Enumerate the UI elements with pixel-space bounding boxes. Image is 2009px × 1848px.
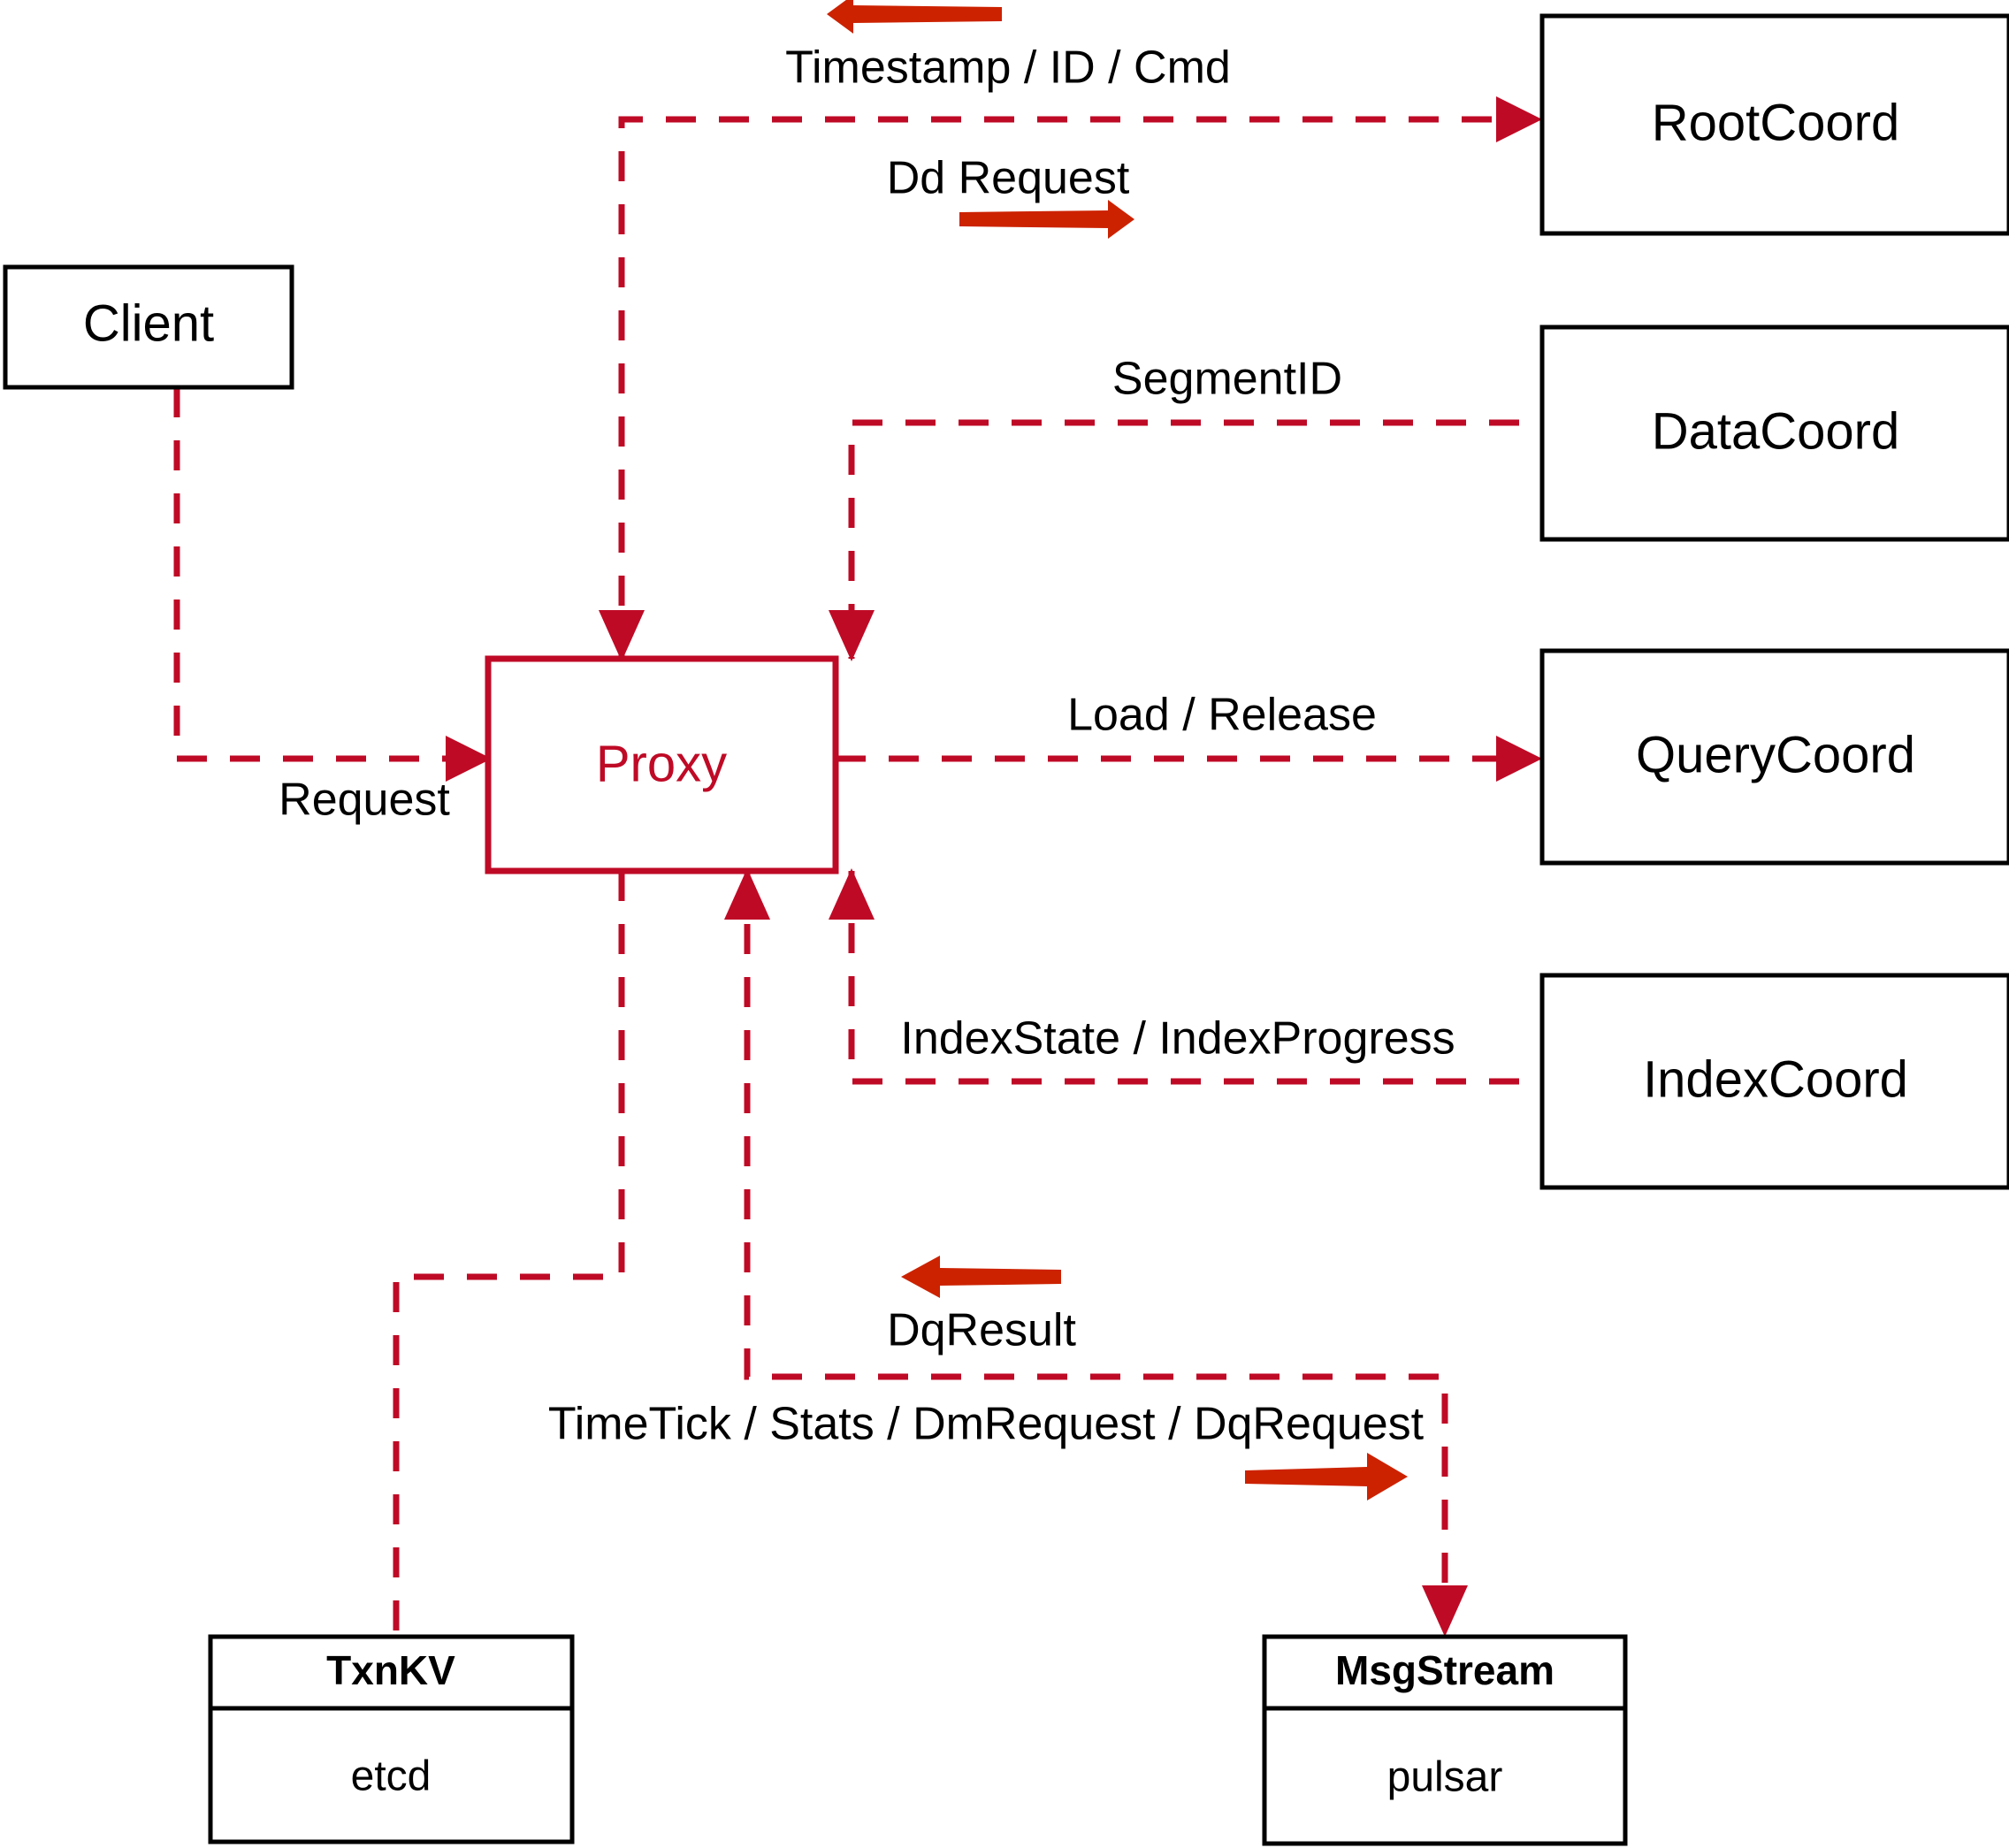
arrowhead-proxy-top-right — [829, 610, 875, 661]
node-client-label: Client — [83, 294, 214, 352]
node-client[interactable] — [3, 264, 294, 390]
edge-label-request: Request — [279, 775, 450, 826]
node-querycoord[interactable] — [1539, 648, 2009, 866]
node-datacoord-label: DataCoord — [1652, 402, 1899, 460]
edge-path-txnkv — [393, 871, 625, 1637]
flow-arrow-dqresult — [901, 1256, 1061, 1298]
node-txnkv-sub-label: etcd — [351, 1753, 432, 1800]
flow-arrow-dd-request — [959, 200, 1134, 239]
edge-path-indexcoord — [848, 871, 1519, 1085]
arrowhead-proxy-top-left — [599, 610, 645, 661]
arrowhead-querycoord-in — [1496, 736, 1542, 782]
node-datacoord[interactable] — [1539, 325, 2009, 542]
edge-path-msgstream — [744, 871, 1448, 1630]
node-querycoord-label: QueryCoord — [1636, 726, 1915, 783]
arrowhead-msgstream-in — [1422, 1585, 1468, 1637]
edge-label-timestamp-id-cmd: Timestamp / ID / Cmd — [785, 42, 1231, 94]
node-txnkv-label: TxnKV — [326, 1647, 455, 1693]
node-txnkv[interactable] — [208, 1634, 575, 1844]
arrowhead-rootcoord-in — [1496, 96, 1542, 142]
edge-label-timetick-stats: TimeTick / Stats / DmRequest / DqRequest — [548, 1399, 1425, 1450]
flow-arrow-timestamp — [827, 0, 1002, 34]
node-proxy-label: Proxy — [596, 735, 727, 792]
edge-path-request — [173, 387, 488, 762]
node-msgstream[interactable] — [1262, 1634, 1628, 1846]
edge-label-dd-request: Dd Request — [887, 153, 1130, 204]
edge-label-dq-result: DqResult — [887, 1305, 1076, 1356]
arrowhead-proxy-left-in — [446, 736, 492, 782]
node-proxy[interactable] — [485, 655, 839, 874]
node-indexcoord-label: IndexCoord — [1643, 1050, 1908, 1108]
node-indexcoord[interactable] — [1539, 973, 2009, 1190]
edge-label-load-release: Load / Release — [1067, 690, 1377, 741]
node-msgstream-label: MsgStream — [1335, 1647, 1554, 1693]
node-rootcoord[interactable] — [1539, 13, 2009, 236]
edge-path-rootcoord — [618, 116, 1503, 659]
arrowhead-proxy-bottom-right — [829, 868, 875, 920]
node-msgstream-sub-label: pulsar — [1387, 1754, 1503, 1801]
node-rootcoord-label: RootCoord — [1652, 94, 1899, 151]
edge-label-segment-id: SegmentID — [1112, 354, 1342, 405]
arrowhead-proxy-bottom-mid — [724, 868, 770, 920]
edge-label-index-state-progress: IndexState / IndexProgress — [900, 1013, 1455, 1065]
edge-path-datacoord — [848, 419, 1519, 659]
flow-arrow-dqrequest — [1245, 1453, 1408, 1501]
